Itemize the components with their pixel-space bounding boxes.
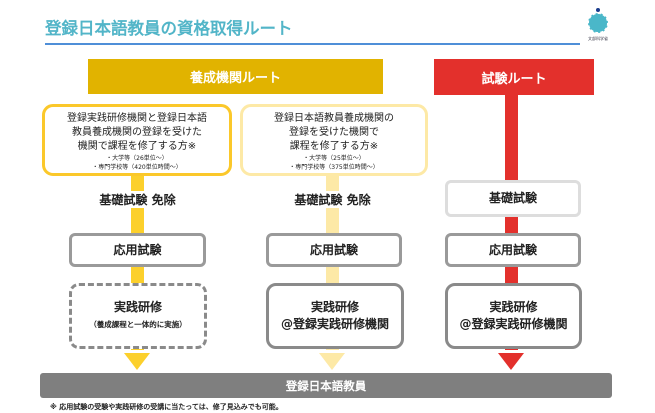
footnote: ※ 応用試験の受験や実践研修の受講に当たっては、修了見込みでも可能。	[50, 403, 283, 411]
arrow-col1	[124, 353, 150, 370]
registered-teacher-bar: 登録日本語教員	[40, 373, 612, 398]
exam-route-banner: 試験ルート	[434, 59, 594, 95]
arrow-col3	[498, 353, 524, 370]
practice-training-col3: 実践研修@登録実践研修機関	[445, 283, 582, 349]
page-title: 登録日本語教員の資格取得ルート	[45, 19, 293, 38]
applied-exam-col1: 応用試験	[69, 233, 206, 267]
basic-exam-exempt-col2: 基礎試験 免除	[265, 191, 400, 208]
arrow-col2	[319, 353, 345, 370]
applied-exam-col2: 応用試験	[266, 233, 402, 267]
applied-exam-col3: 応用試験	[445, 233, 581, 267]
basic-exam-exempt-col1: 基礎試験 免除	[70, 191, 205, 208]
qualification-box-col1: 登録実践研修機関と登録日本語教員養成機関の登録を受けた機関で課程を修了する方※ …	[42, 104, 232, 176]
title-underline	[45, 43, 580, 45]
mext-logo: 文部科学省	[583, 8, 613, 52]
practice-training-col1: 実践研修（養成課程と一体的に実施）	[69, 283, 207, 349]
qualification-box-col2: 登録日本語教員養成機関の登録を受けた機関で課程を修了する方※ ・大学等（25単位…	[240, 104, 428, 176]
basic-exam-col3: 基礎試験	[445, 180, 581, 217]
practice-training-col2: 実践研修@登録実践研修機関	[266, 283, 404, 349]
training-route-banner: 養成機関ルート	[88, 59, 383, 94]
